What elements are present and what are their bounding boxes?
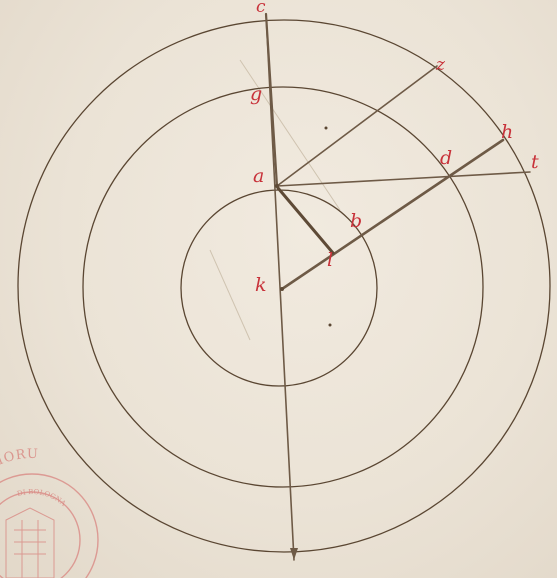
label-h: h [501,121,513,143]
stamp-inner-ring [0,491,81,578]
label-d: d [440,147,452,169]
line-c-a [264,12,279,188]
line-a-l [276,186,335,255]
library-stamp: R STUDIORU DI BOLOGNA [0,447,99,578]
label-b: b [350,210,362,232]
line-a-z [276,65,438,187]
ink-dot [324,126,328,130]
stamp-inner-text: DI BOLOGNA [16,488,68,508]
stamp-outer-text: R STUDIORU [0,447,39,507]
label-g: g [250,83,262,105]
point-k [280,287,284,291]
outer-circle [17,19,551,553]
ink-dot [328,323,332,327]
label-z: z [435,55,446,75]
point-a [275,184,279,188]
vertical-diameter-line [265,13,295,561]
inner-circle [180,189,378,387]
lower-endpoint-mark [290,548,298,560]
middle-circle [82,86,484,488]
stamp-emblem [5,507,55,578]
faint-guide-line [239,59,341,211]
line-k-h [280,138,505,291]
label-l: l [327,249,333,271]
label-c: c [256,0,266,17]
label-t: t [531,151,539,173]
faint-guide-line [209,249,251,341]
label-a: a [253,165,264,187]
stamp-outer-ring [0,473,99,578]
line-a-t [276,171,531,187]
label-k: k [255,274,267,296]
